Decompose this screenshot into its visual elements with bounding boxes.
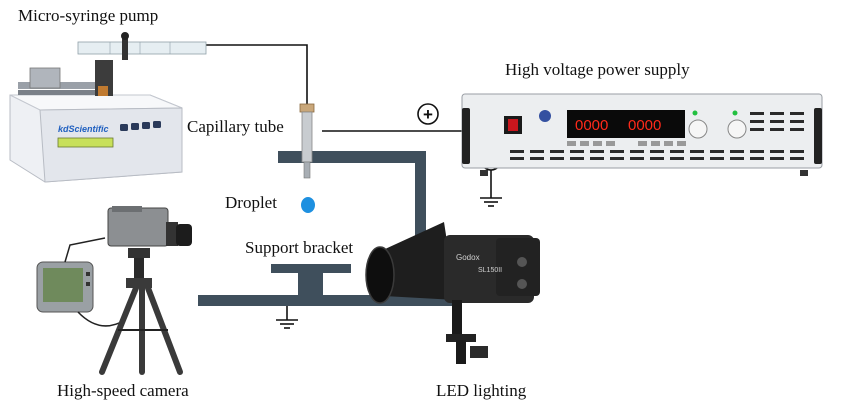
svg-text:+: + <box>423 105 433 124</box>
svg-text:0000: 0000 <box>575 117 608 134</box>
label-power-supply: High voltage power supply <box>505 60 690 79</box>
power-supply: 0000 0000 <box>461 93 823 176</box>
support-frame <box>198 151 456 306</box>
svg-text:0000: 0000 <box>628 117 661 134</box>
label-led-lighting: LED lighting <box>436 381 527 400</box>
syringe-pump: kdScientific <box>9 32 207 183</box>
ground-icon <box>276 319 298 329</box>
high-speed-camera <box>36 206 192 375</box>
plus-terminal-icon: + <box>417 103 439 125</box>
capillary-tube <box>299 103 315 179</box>
label-high-speed-camera: High-speed camera <box>57 381 189 400</box>
svg-text:kdScientific: kdScientific <box>58 124 109 134</box>
label-capillary-tube: Capillary tube <box>187 117 284 136</box>
label-micro-syringe-pump: Micro-syringe pump <box>18 6 159 25</box>
svg-text:SL150II: SL150II <box>478 267 502 274</box>
ground-icon <box>480 197 502 207</box>
wiring <box>205 44 492 320</box>
svg-text:Godox: Godox <box>456 253 480 262</box>
droplet <box>301 197 315 213</box>
label-support-bracket: Support bracket <box>245 238 354 257</box>
label-droplet: Droplet <box>225 193 277 212</box>
led-light: Godox SL150II <box>365 222 540 364</box>
